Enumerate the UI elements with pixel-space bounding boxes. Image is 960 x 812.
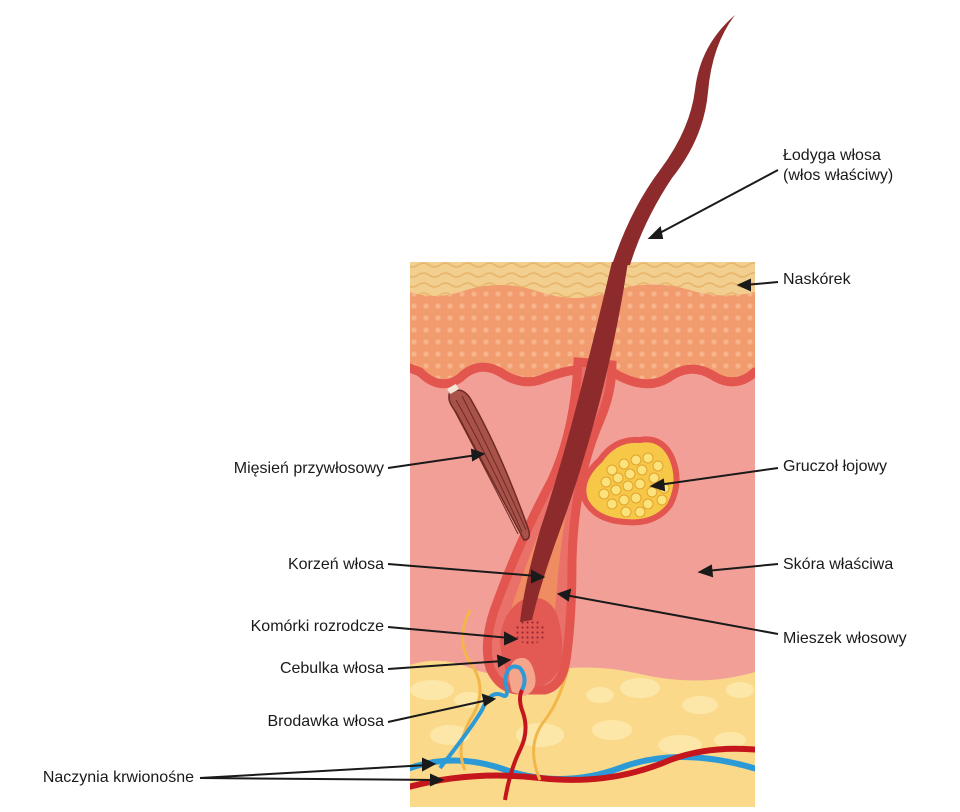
label-hair-shaft: Łodyga włosa (włos właściwy) (783, 146, 893, 186)
hair-shaft (612, 15, 735, 265)
muscle-tendon (447, 383, 459, 395)
label-hair-follicle: Mieszek włosowy (783, 630, 907, 647)
label-hair-bulb: Cebulka włosa (279, 660, 384, 677)
epidermis-layer (410, 262, 755, 298)
label-hair-shaft-line2: (włos właściwy) (783, 167, 894, 184)
nerve-fiber (532, 667, 570, 781)
label-arrector-muscle: Mięsień przywłosowy (233, 460, 384, 477)
artery-vessel (410, 745, 755, 790)
nerve-fiber (459, 609, 482, 771)
germ-cells (514, 620, 546, 644)
pointer-lines (199, 169, 779, 787)
hair-root (520, 262, 628, 622)
capillary-loop-artery (503, 689, 528, 801)
arrector-pili-muscle (448, 389, 531, 541)
label-hair-shaft-line1: Łodyga włosa (783, 147, 881, 164)
label-blood-vessels: Naczynia krwionośne (42, 769, 194, 786)
label-hair-root: Korzeń włosa (287, 556, 384, 573)
label-sebaceous-gland: Gruczoł łojowy (783, 458, 888, 475)
label-germ-cells: Komórki rozrodcze (250, 618, 384, 635)
papillary-dermis (410, 285, 755, 385)
fat-layer (410, 660, 755, 807)
label-dermis: Skóra właściwa (783, 556, 894, 573)
muscle-fibers (451, 395, 527, 535)
label-hair-papilla: Brodawka włosa (267, 713, 385, 730)
dermal-papillae-line (410, 362, 755, 389)
sebaceous-cells (598, 452, 670, 518)
label-epidermis: Naskórek (783, 271, 851, 288)
capillary-loop-vein (438, 664, 527, 770)
